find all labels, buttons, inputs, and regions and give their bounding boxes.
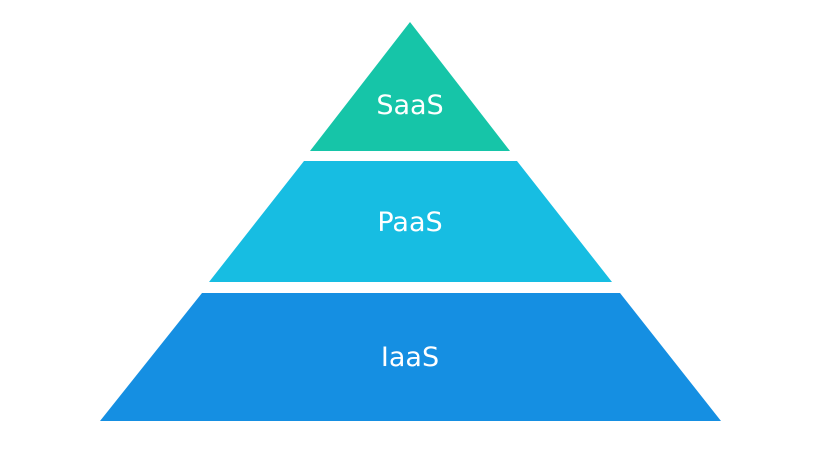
tier-iaas: IaaS — [100, 293, 721, 421]
tier-saas-label: SaaS — [376, 90, 443, 121]
tier-iaas-shape — [100, 293, 721, 421]
tier-saas-shape — [310, 22, 510, 151]
tier-iaas-label: IaaS — [381, 342, 439, 373]
tier-saas: SaaS — [310, 22, 510, 151]
tier-paas: PaaS — [209, 161, 612, 282]
tier-paas-shape — [209, 161, 612, 282]
tier-paas-label: PaaS — [377, 207, 442, 238]
